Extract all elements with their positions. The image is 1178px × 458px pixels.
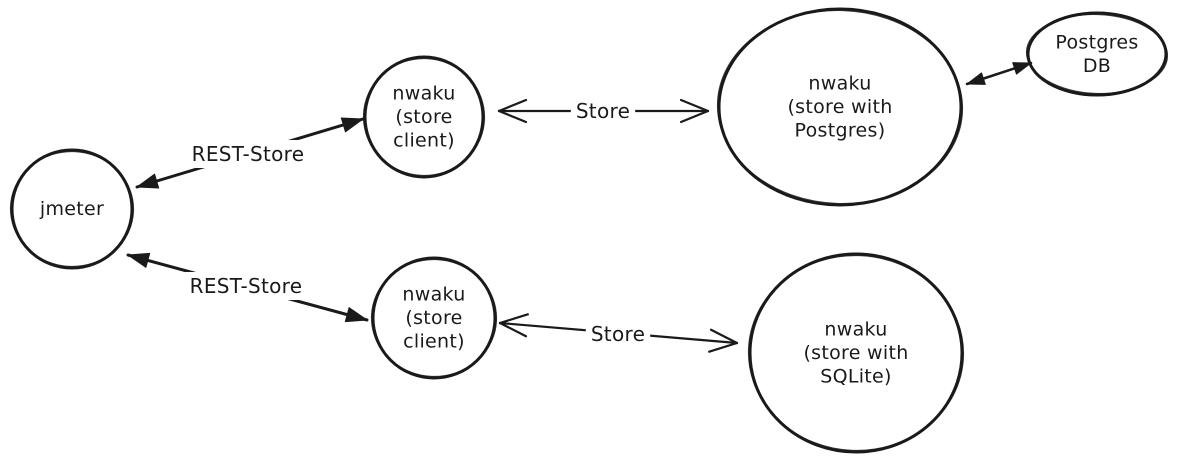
edge-rest-store-top-arrowhead [136, 173, 160, 189]
edge-rest-store-top-label-bg [186, 140, 310, 168]
node-nwaku-store-postgres-shape [717, 7, 963, 207]
node-nwaku-store-client-bottom-label-line: nwaku [402, 284, 465, 306]
edge-store-top-label-bg [570, 97, 636, 125]
node-nwaku-store-sqlite-label-line: (store with [803, 342, 908, 364]
node-nwaku-store-client-bottom-label-line: client) [403, 331, 465, 353]
edge-store-bottom-label: Store [591, 322, 645, 346]
edge-postgres-db-link-arrowhead [1012, 62, 1032, 75]
node-postgres-db-label-line: DB [1083, 55, 1111, 77]
edge-rest-store-bottom: REST-Store [126, 252, 369, 323]
edge-rest-store-bottom-label: REST-Store [190, 274, 303, 298]
node-postgres-db-shape [1026, 11, 1168, 97]
node-nwaku-store-postgres-label-line: (store with [787, 96, 892, 118]
node-nwaku-store-client-bottom-sketch-stroke [370, 258, 498, 378]
edge-rest-store-bottom-arrowhead [344, 307, 368, 323]
node-nwaku-store-client-bottom-shape [371, 256, 497, 380]
edge-store-bottom-label-bg [585, 320, 651, 348]
node-nwaku-store-client-top-label-line: (store [395, 106, 452, 128]
edge-rest-store-top-label: REST-Store [192, 142, 305, 166]
edge-postgres-db-link-arrowhead [966, 72, 986, 85]
edge-rest-store-top: REST-Store [135, 117, 365, 189]
node-jmeter: jmeter [9, 148, 135, 270]
node-nwaku-store-client-top-label-line: nwaku [392, 83, 455, 105]
node-nwaku-store-postgres-sketch-stroke [716, 9, 964, 205]
node-nwaku-store-sqlite-label-line: SQLite) [820, 366, 892, 388]
node-postgres-db-sketch-stroke [1025, 13, 1169, 95]
node-jmeter-shape [10, 148, 134, 270]
node-nwaku-store-sqlite-shape [748, 252, 964, 454]
node-jmeter-label-line: jmeter [39, 198, 104, 220]
edge-store-top: Store [497, 97, 710, 125]
edge-store-top-arrowhead [679, 109, 710, 124]
edge-rest-store-bottom-label-bg [184, 272, 308, 300]
node-nwaku-store-sqlite-label-line: nwaku [824, 319, 887, 341]
node-nwaku-store-postgres-label-line: Postgres) [795, 120, 886, 142]
node-nwaku-store-client-bottom-label-line: (store [405, 307, 462, 329]
edge-store-bottom-arrowhead [708, 341, 739, 353]
node-nwaku-store-client-top-label-line: client) [393, 130, 455, 152]
edge-store-top-arrowhead [497, 98, 528, 113]
edge-rest-store-top-arrowhead [340, 117, 364, 133]
edge-rest-store-bottom-arrowhead [127, 252, 151, 268]
edge-store-bottom-arrowhead [498, 321, 528, 338]
node-nwaku-store-postgres-label-line: nwaku [808, 73, 871, 95]
node-postgres-db-label-line: Postgres [1055, 31, 1138, 53]
node-nwaku-store-client-top-sketch-stroke [362, 57, 486, 177]
edge-store-top-label: Store [576, 99, 630, 123]
edge-postgres-db-link [965, 61, 1033, 86]
node-nwaku-store-client-top-shape [363, 55, 485, 179]
edge-store-top-arrowhead [679, 98, 710, 113]
node-nwaku-store-sqlite-sketch-stroke [747, 254, 965, 452]
edge-store-top-arrowhead [497, 109, 528, 124]
edge-store-bottom-arrowhead [709, 328, 739, 345]
node-jmeter-sketch-stroke [9, 150, 135, 268]
edge-store-bottom: Store [498, 313, 739, 353]
edge-store-bottom-arrowhead [498, 313, 529, 325]
